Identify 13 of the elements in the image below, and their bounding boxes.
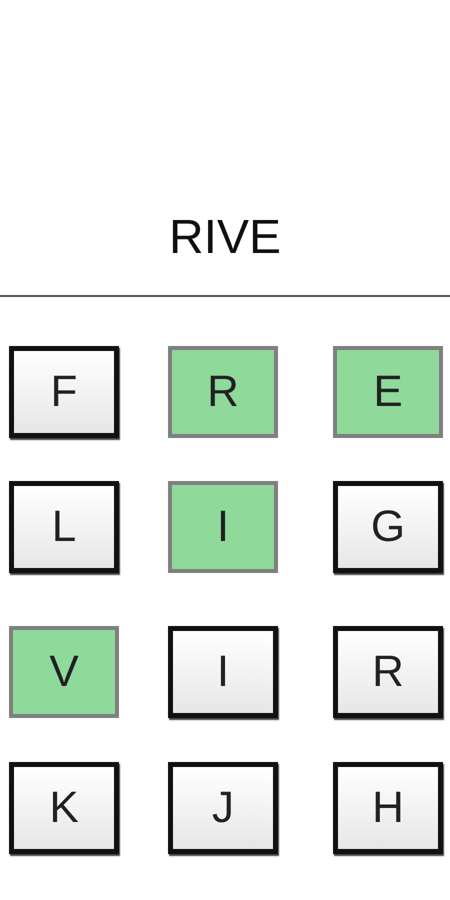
highlighted-letter-tile: E: [333, 346, 443, 438]
letter-tile: H: [333, 762, 443, 854]
letter-tile: F: [9, 346, 119, 438]
letter-tile: L: [9, 481, 119, 573]
letter-tile: I: [168, 626, 278, 718]
letter-tile: J: [168, 762, 278, 854]
title: RIVE: [168, 210, 282, 266]
letter-tile: K: [9, 762, 119, 854]
highlighted-letter-tile: R: [168, 346, 278, 438]
highlighted-letter-tile: V: [9, 626, 119, 718]
highlighted-letter-tile: I: [168, 481, 278, 573]
letter-tile: R: [333, 626, 443, 718]
letter-tile: G: [333, 481, 443, 573]
